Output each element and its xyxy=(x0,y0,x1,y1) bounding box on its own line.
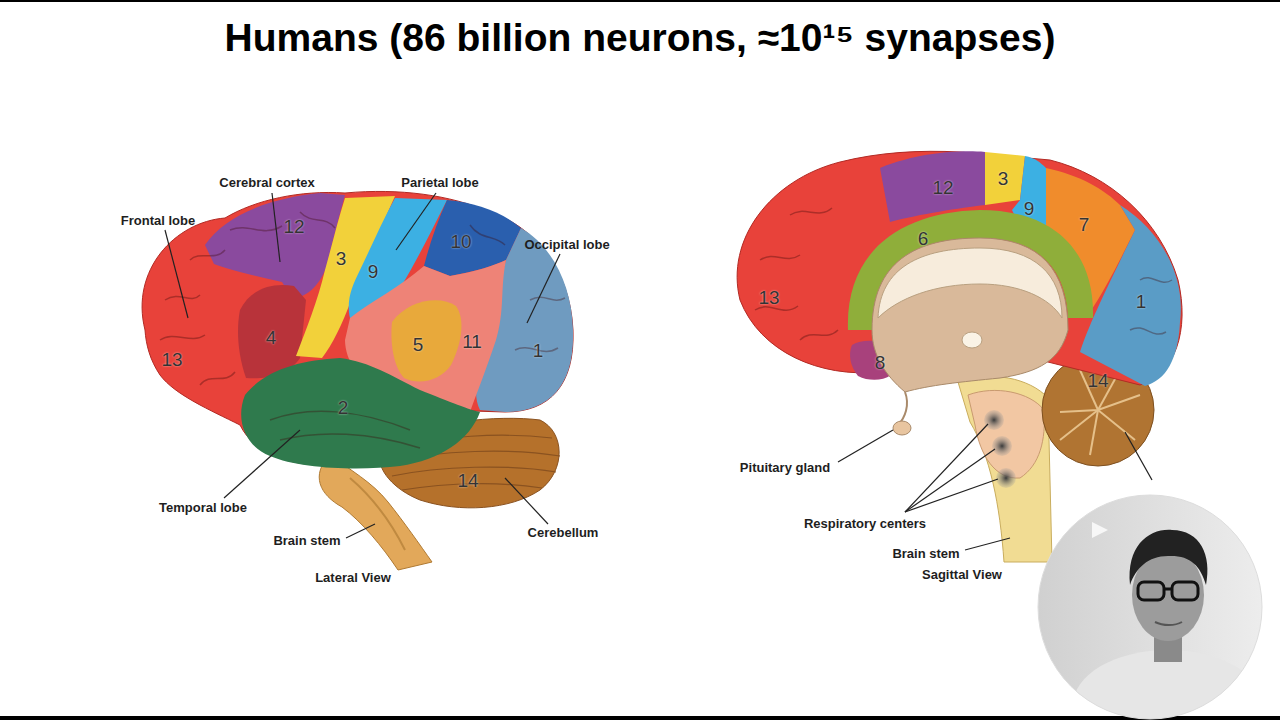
part-label: Parietal lobe xyxy=(401,176,478,191)
part-label: Brain stem xyxy=(892,547,959,562)
callout-number: 1 xyxy=(533,340,544,362)
callout-number: 10 xyxy=(450,231,471,253)
callout-number: 9 xyxy=(368,261,379,283)
part-label: Respiratory centers xyxy=(804,517,926,532)
callout-number: 13 xyxy=(758,287,779,309)
callout-number: 12 xyxy=(283,216,304,238)
callout-number: 13 xyxy=(161,349,182,371)
callout-number: 5 xyxy=(413,334,424,356)
callout-number: 14 xyxy=(1087,370,1108,392)
part-label: Cerebral cortex xyxy=(219,176,314,191)
callout-number: 9 xyxy=(1024,198,1035,220)
part-label: Pituitary gland xyxy=(740,461,830,476)
callout-number: 3 xyxy=(336,248,347,270)
callout-number: 14 xyxy=(457,470,478,492)
callout-number: 2 xyxy=(338,397,349,419)
part-label: Brain stem xyxy=(273,534,340,549)
callout-number: 7 xyxy=(1079,214,1090,236)
callout-number: 6 xyxy=(918,228,929,250)
slide-title: Humans (86 billion neurons, ≈10¹⁵ synaps… xyxy=(225,16,1056,61)
part-label: Cerebellum xyxy=(528,526,599,541)
callout-number: 8 xyxy=(875,352,886,374)
part-label: Occipital lobe xyxy=(524,238,609,253)
callout-number: 12 xyxy=(932,177,953,199)
callout-number: 1 xyxy=(1136,291,1147,313)
part-label: Frontal lobe xyxy=(121,214,195,229)
callout-number: 11 xyxy=(462,331,482,353)
part-label: Sagittal View xyxy=(922,568,1002,583)
part-label: Lateral View xyxy=(315,571,391,586)
callout-number: 3 xyxy=(998,168,1009,190)
part-label: Temporal lobe xyxy=(159,501,247,516)
callout-number: 4 xyxy=(266,327,277,349)
